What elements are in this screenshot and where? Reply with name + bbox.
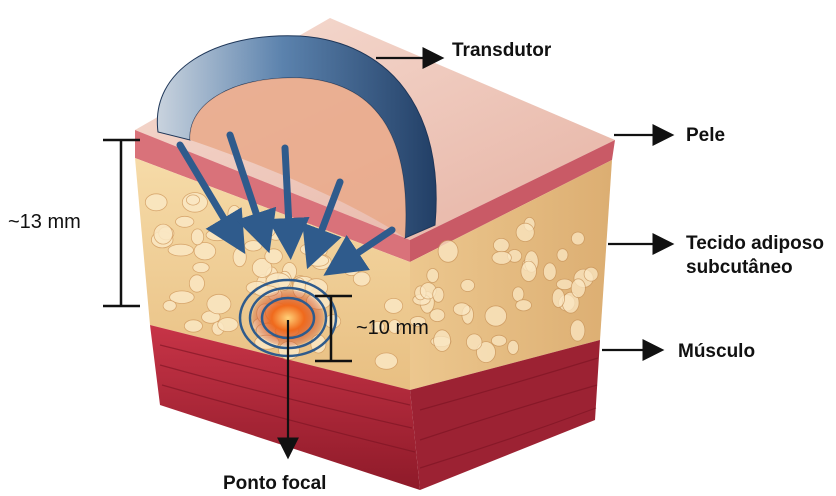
depth-10mm-label: ~10 mm	[356, 318, 429, 338]
fat-lobule	[145, 194, 167, 211]
fat-lobule	[206, 229, 228, 240]
fat-lobule	[485, 306, 507, 326]
fat-lobule	[228, 206, 241, 223]
fat-lobule	[521, 261, 537, 281]
fat-lobule	[516, 300, 532, 311]
fat-lobule	[265, 249, 283, 264]
fat-lobule	[430, 309, 445, 322]
fat-lobule	[233, 248, 246, 267]
fat-lobule	[193, 263, 209, 273]
fat-label-line1: Tecido adiposo	[686, 234, 824, 253]
fat-lobule	[186, 195, 199, 205]
skin-label: Pele	[686, 126, 725, 145]
fat-lobule	[433, 287, 444, 302]
depth-13mm-label: ~13 mm	[8, 212, 81, 232]
fat-lobule	[584, 267, 598, 281]
fat-lobule	[191, 229, 203, 245]
fat-lobule	[570, 320, 585, 341]
fat-lobule	[434, 330, 451, 352]
fat-lobule	[571, 279, 585, 298]
fat-lobule	[571, 232, 584, 245]
beam-3	[285, 148, 290, 246]
fat-lobule	[375, 353, 397, 369]
muscle-label: Músculo	[678, 342, 755, 361]
fat-lobule	[385, 298, 403, 313]
fat-lobule	[218, 318, 238, 332]
fat-lobule	[453, 303, 470, 316]
fat-lobule	[438, 240, 458, 262]
transducer-label: Transdutor	[452, 41, 551, 60]
fat-lobule	[245, 241, 262, 251]
fat-lobule	[189, 275, 204, 292]
fat-lobule	[184, 320, 202, 332]
fat-lobule	[552, 289, 564, 308]
fat-lobule	[176, 216, 194, 227]
fat-lobule	[493, 238, 509, 252]
fat-lobule	[168, 244, 193, 256]
depth-13mm-bracket	[103, 140, 140, 306]
fat-lobule	[556, 279, 572, 290]
fat-lobule	[325, 315, 341, 329]
fat-lobule	[154, 224, 173, 244]
fat-lobule	[353, 272, 370, 286]
fat-lobule	[466, 334, 482, 350]
fat-lobule	[516, 223, 534, 241]
fat-lobule	[513, 287, 524, 302]
fat-label-line2: subcutâneo	[686, 258, 793, 277]
fat-lobule	[207, 294, 231, 314]
fat-lobule	[508, 340, 519, 354]
fat-lobule	[543, 263, 556, 281]
fat-lobule	[491, 335, 506, 346]
fat-lobule	[557, 249, 568, 262]
fat-lobule	[427, 269, 439, 283]
fat-lobule	[492, 251, 511, 264]
focal-point-label: Ponto focal	[223, 474, 326, 493]
fat-lobule	[461, 280, 475, 292]
fat-lobule	[163, 301, 176, 312]
